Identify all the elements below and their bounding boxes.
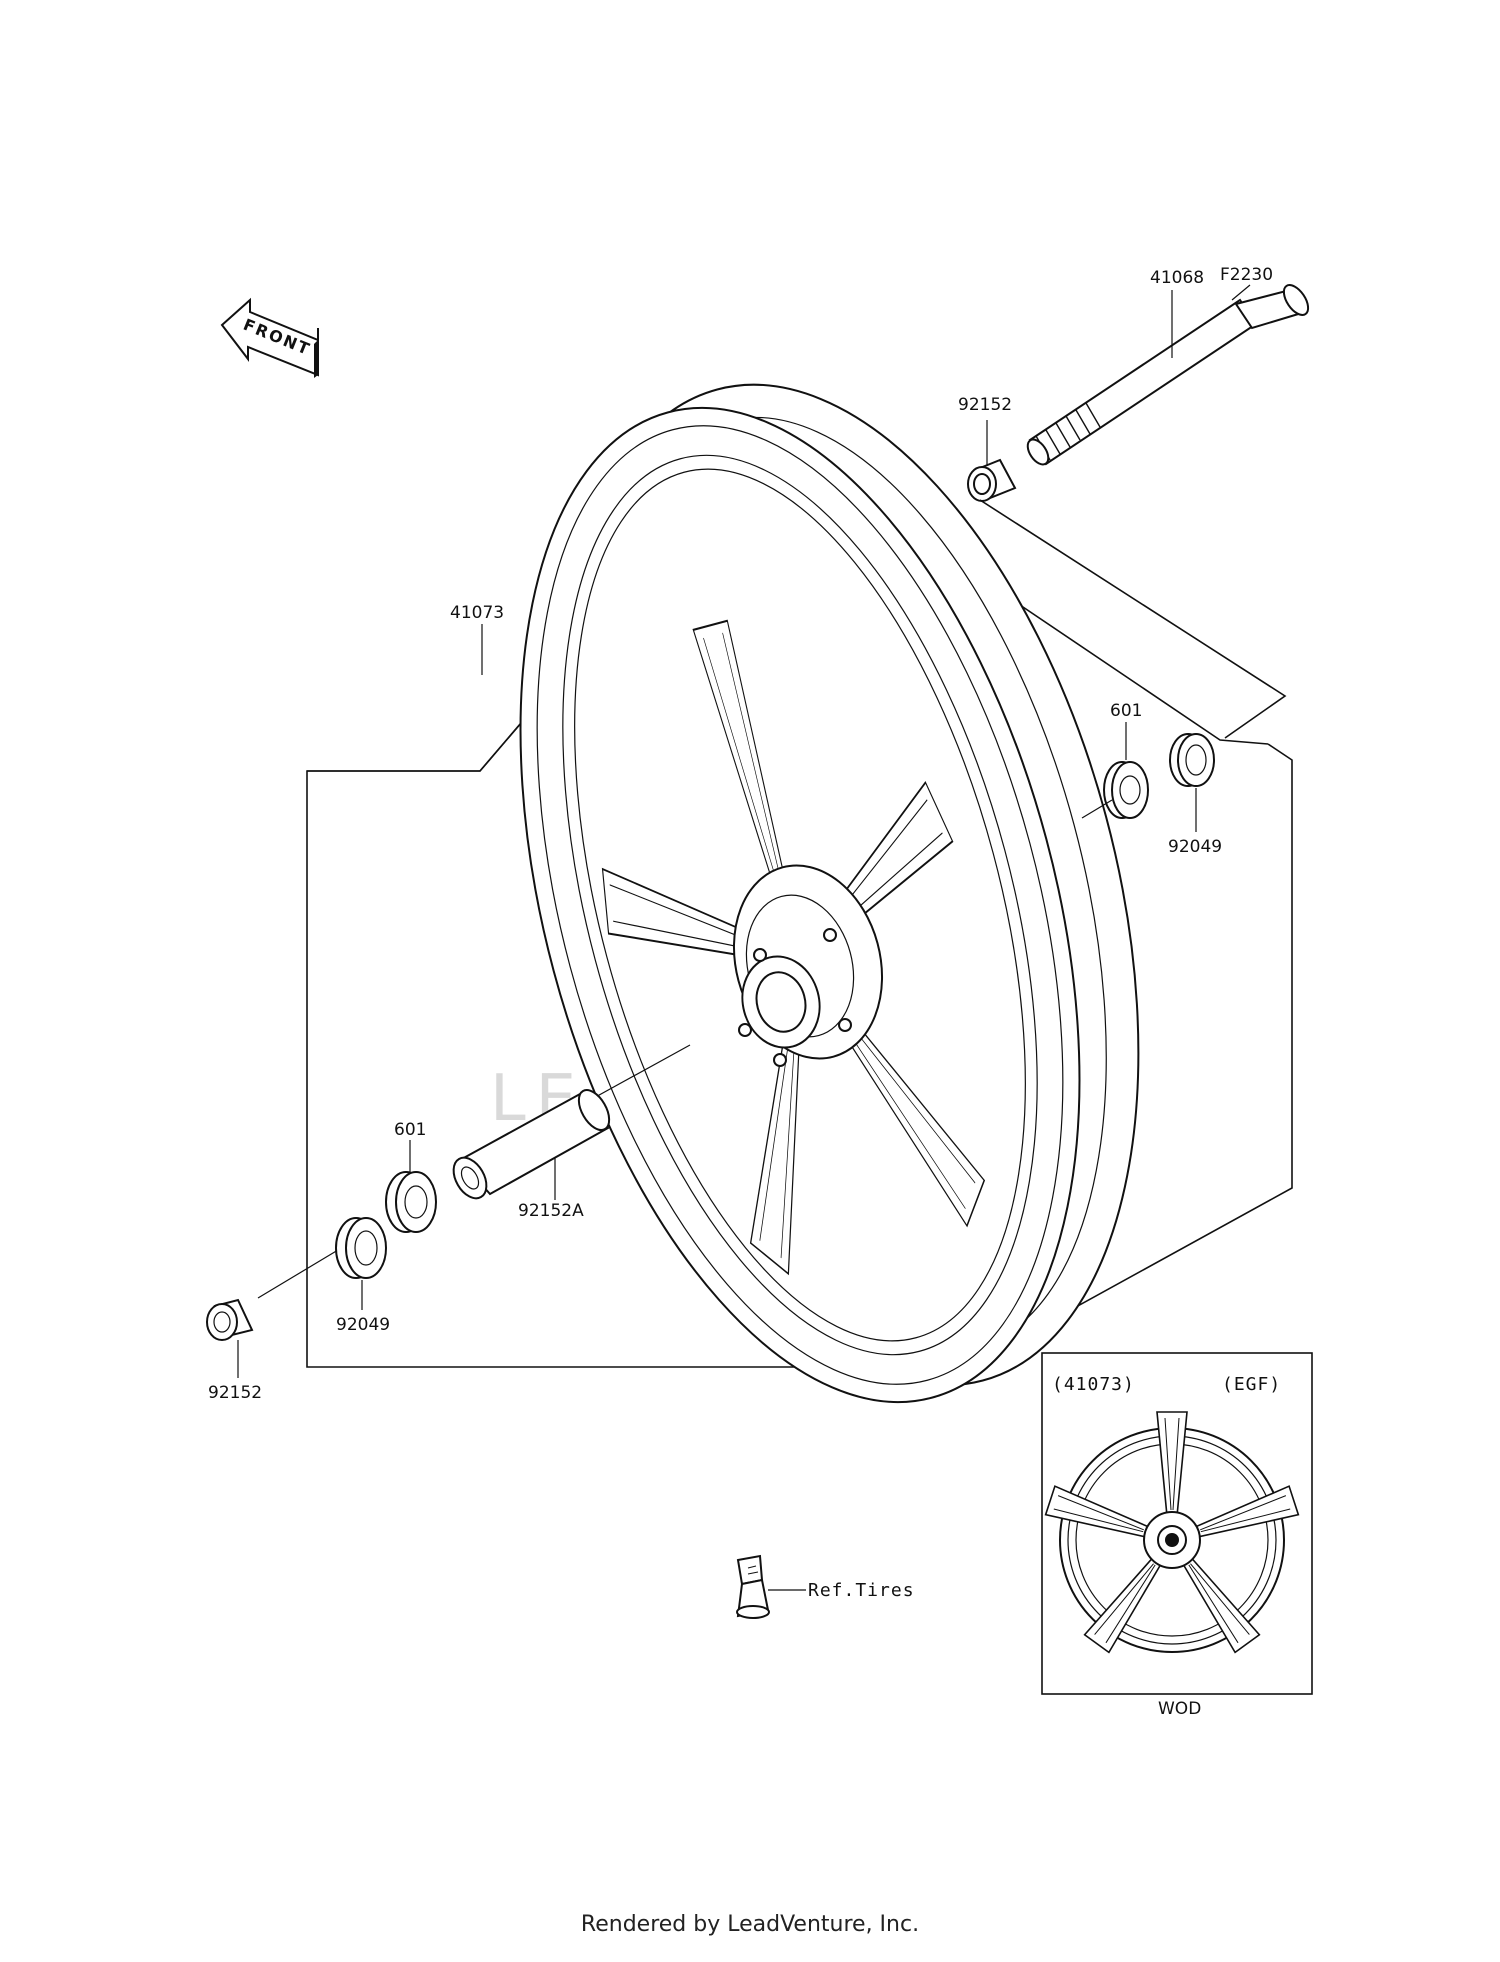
callout-f2230: F2230 — [1220, 265, 1273, 285]
footer-credit: Rendered by LeadVenture, Inc. — [580, 1912, 920, 1937]
bearing-601-left — [385, 1171, 437, 1233]
front-direction-badge: FRONT — [220, 297, 319, 378]
bearing-601-right — [1103, 761, 1149, 819]
tire-valve — [736, 1554, 770, 1619]
callout-92049-left: 92049 — [336, 1315, 390, 1335]
inset-part-ref: (41073) — [1052, 1374, 1135, 1395]
callout-601-right: 601 — [1110, 701, 1142, 721]
assembly-line-far-left — [257, 1249, 339, 1299]
collar-92152-left — [206, 1298, 254, 1341]
callout-41073: 41073 — [450, 603, 504, 623]
callout-601-left: 601 — [394, 1120, 426, 1140]
callout-41068: 41068 — [1150, 268, 1204, 288]
collar-92152-top — [967, 458, 1017, 502]
seal-92049-left — [335, 1217, 387, 1279]
leader-f2230 — [1231, 284, 1251, 301]
assembly-line-right — [1081, 799, 1113, 819]
spacer-92152a — [452, 1089, 611, 1200]
inset-wheel-variant: (41073) (EGF) WOD — [1041, 1352, 1313, 1719]
callout-92152-left: 92152 — [208, 1383, 262, 1403]
callout-ref-tires: Ref.Tires — [808, 1580, 915, 1601]
seal-92049-right — [1169, 733, 1215, 787]
inset-wheel-icon — [1044, 1411, 1300, 1654]
front-wheel-41073 — [519, 383, 1140, 1404]
axle-41068 — [1026, 284, 1310, 466]
callout-92152a: 92152A — [518, 1201, 584, 1221]
inset-code: (EGF) — [1222, 1374, 1281, 1395]
callout-92152-top: 92152 — [958, 395, 1012, 415]
inset-color-code: WOD — [1158, 1699, 1201, 1719]
callout-92049-right: 92049 — [1168, 837, 1222, 857]
